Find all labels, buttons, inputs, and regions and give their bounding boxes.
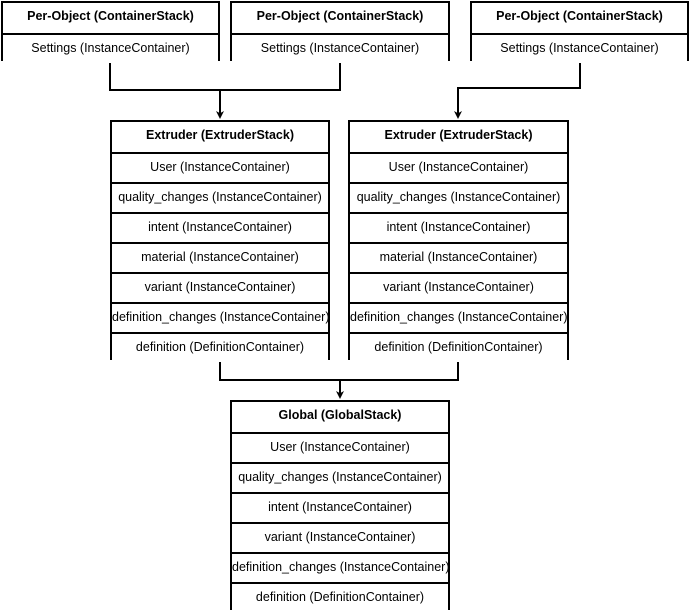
edge-ex0-ex1-to-gl0 — [219, 360, 459, 399]
node-row[interactable]: intent (InstanceContainer) — [232, 492, 448, 522]
node-row[interactable]: Settings (InstanceContainer) — [472, 33, 687, 63]
node-extruder-stack-1[interactable]: Extruder (ExtruderStack)User (InstanceCo… — [110, 120, 330, 362]
node-row[interactable]: variant (InstanceContainer) — [232, 522, 448, 552]
node-global-stack[interactable]: Global (GlobalStack)User (InstanceContai… — [230, 400, 450, 611]
node-header: Extruder (ExtruderStack) — [112, 122, 328, 152]
node-row[interactable]: User (InstanceContainer) — [350, 152, 567, 182]
node-row[interactable]: definition (DefinitionContainer) — [232, 582, 448, 611]
node-header: Extruder (ExtruderStack) — [350, 122, 567, 152]
node-row[interactable]: intent (InstanceContainer) — [112, 212, 328, 242]
node-row[interactable]: definition (DefinitionContainer) — [112, 332, 328, 362]
node-row[interactable]: Settings (InstanceContainer) — [232, 33, 448, 63]
edge-po0-po1-to-ex0 — [109, 61, 341, 119]
node-row[interactable]: User (InstanceContainer) — [112, 152, 328, 182]
node-row[interactable]: variant (InstanceContainer) — [350, 272, 567, 302]
node-row[interactable]: intent (InstanceContainer) — [350, 212, 567, 242]
node-per-object-stack-3[interactable]: Per-Object (ContainerStack)Settings (Ins… — [470, 1, 689, 63]
node-row[interactable]: definition_changes (InstanceContainer) — [232, 552, 448, 582]
node-row[interactable]: quality_changes (InstanceContainer) — [232, 462, 448, 492]
node-row[interactable]: definition_changes (InstanceContainer) — [112, 302, 328, 332]
node-row[interactable]: material (InstanceContainer) — [112, 242, 328, 272]
node-header: Per-Object (ContainerStack) — [3, 3, 218, 33]
node-row[interactable]: material (InstanceContainer) — [350, 242, 567, 272]
node-row[interactable]: variant (InstanceContainer) — [112, 272, 328, 302]
node-per-object-stack-1[interactable]: Per-Object (ContainerStack)Settings (Ins… — [1, 1, 220, 63]
node-row[interactable]: quality_changes (InstanceContainer) — [112, 182, 328, 212]
node-row[interactable]: Settings (InstanceContainer) — [3, 33, 218, 63]
node-extruder-stack-2[interactable]: Extruder (ExtruderStack)User (InstanceCo… — [348, 120, 569, 362]
node-row[interactable]: definition_changes (InstanceContainer) — [350, 302, 567, 332]
node-header: Per-Object (ContainerStack) — [232, 3, 448, 33]
node-row[interactable]: definition (DefinitionContainer) — [350, 332, 567, 362]
node-per-object-stack-2[interactable]: Per-Object (ContainerStack)Settings (Ins… — [230, 1, 450, 63]
node-header: Per-Object (ContainerStack) — [472, 3, 687, 33]
node-row[interactable]: quality_changes (InstanceContainer) — [350, 182, 567, 212]
node-header: Global (GlobalStack) — [232, 402, 448, 432]
node-row[interactable]: User (InstanceContainer) — [232, 432, 448, 462]
edge-po2-to-ex1 — [454, 61, 581, 119]
